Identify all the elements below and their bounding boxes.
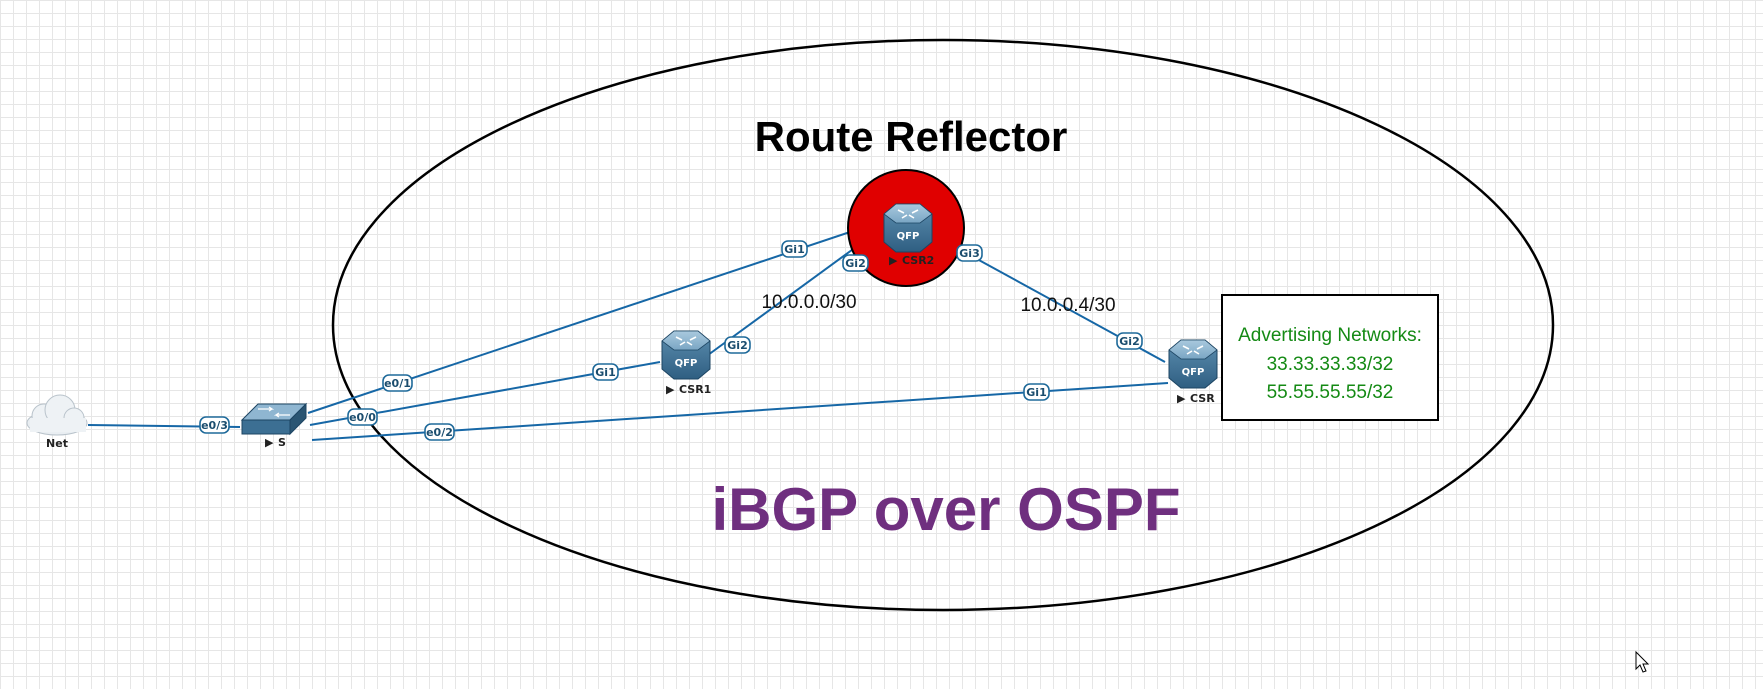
node-csr1[interactable]: QFP ▶ CSR1 [661,330,711,396]
svg-text:e0/0: e0/0 [349,411,376,424]
qfp-badge: QFP [675,358,698,369]
qfp-badge: QFP [1182,367,1205,378]
iface-switch-e02[interactable]: e0/2 [424,423,455,441]
iface-csr1-gi1[interactable]: Gi1 [592,363,619,381]
iface-csr-gi1[interactable]: Gi1 [1023,383,1050,401]
iface-switch-e03[interactable]: e0/3 [199,416,230,434]
route-reflector-title: Route Reflector [755,113,1068,160]
subnet-right-label: 10.0.0.4/30 [1020,295,1115,316]
router-icon: QFP [883,203,933,253]
node-net[interactable]: Net [26,394,88,450]
iface-csr-gi2[interactable]: Gi2 [1116,332,1143,350]
iface-csr2-gi2[interactable]: Gi2 [842,254,869,272]
svg-text:Gi2: Gi2 [727,339,747,352]
advertising-heading: Advertising Networks: [1238,325,1422,346]
advertising-networks-box: Advertising Networks: 33.33.33.33/32 55.… [1221,294,1439,421]
interface-labels: e0/3 e0/1 e0/0 e0/2 Gi1 Gi2 Gi3 Gi1 [199,240,1143,441]
advertised-network: 55.55.55.55/32 [1267,382,1394,403]
iface-csr2-gi1[interactable]: Gi1 [781,240,808,258]
router-icon: QFP [1168,339,1218,389]
node-label-s: S [278,436,286,449]
node-label-net: Net [46,437,68,450]
subnet-left-label: 10.0.0.0/30 [761,292,856,313]
node-label-csr2-arrow: ▶ [889,254,898,267]
svg-text:Gi1: Gi1 [1026,386,1046,399]
svg-text:e0/1: e0/1 [384,377,411,390]
svg-text:Gi2: Gi2 [1119,335,1139,348]
ibgp-domain-ellipse [331,38,1555,612]
svg-text:Gi2: Gi2 [845,257,865,270]
iface-switch-e00[interactable]: e0/0 [347,408,378,426]
node-csr[interactable]: QFP ▶ CSR [1168,339,1218,405]
node-label-csr-arrow: ▶ [1177,392,1186,405]
ibgp-title: iBGP over OSPF [711,476,1180,543]
mouse-cursor-icon [1635,650,1650,673]
switch-icon [240,402,308,436]
iface-csr1-gi2[interactable]: Gi2 [724,336,751,354]
svg-text:e0/3: e0/3 [201,419,228,432]
cloud-icon [26,394,88,436]
node-label-csr: CSR [1190,392,1215,405]
qfp-badge: QFP [897,231,920,242]
iface-csr2-gi3[interactable]: Gi3 [956,244,983,262]
svg-text:e0/2: e0/2 [426,426,453,439]
node-switch[interactable]: ▶ S [240,402,308,449]
svg-text:Gi1: Gi1 [784,243,804,256]
svg-text:Gi1: Gi1 [595,366,615,379]
links [87,221,1169,441]
advertised-network: 33.33.33.33/32 [1267,354,1394,375]
node-csr2[interactable]: QFP ▶ CSR2 [883,203,934,267]
node-label-csr1-arrow: ▶ [666,383,675,396]
router-icon: QFP [661,330,711,380]
iface-switch-e01[interactable]: e0/1 [382,374,413,392]
node-label-s-arrow: ▶ [265,436,274,449]
node-label-csr2: CSR2 [902,254,934,267]
node-label-csr1: CSR1 [679,383,711,396]
svg-text:Gi3: Gi3 [959,247,979,260]
